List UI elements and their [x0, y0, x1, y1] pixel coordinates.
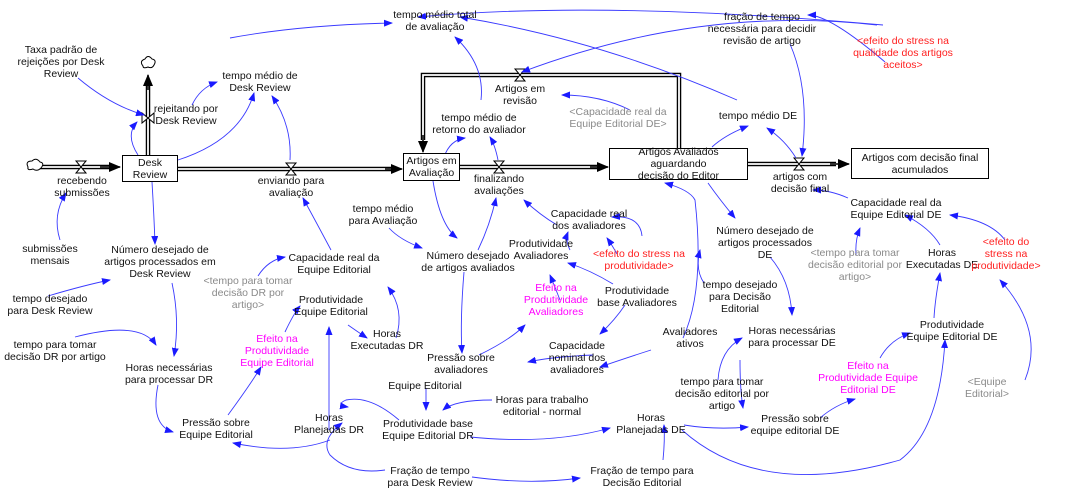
- ext-efeito-stress-qualidade[interactable]: <efeito do stress na qualidade dos artig…: [853, 35, 953, 71]
- var-capacidade-real-avaliadores[interactable]: Capacidade real dos avaliadores: [550, 208, 628, 232]
- var-horas-planejadas-dr[interactable]: Horas Planejadas DR: [293, 412, 365, 436]
- valve-icon-decisao-final: [792, 157, 806, 171]
- var-tempo-tomar-decisao-dr[interactable]: tempo para tomar decisão DR por artigo: [4, 339, 106, 363]
- var-pressao-equipe-editorial[interactable]: Pressão sobre Equipe Editorial: [179, 417, 253, 441]
- var-tempo-desejado-de[interactable]: tempo desejado para Decisão Editorial: [702, 279, 778, 315]
- var-tempo-medio-de[interactable]: tempo médio DE: [718, 110, 798, 122]
- ext-efeito-stress-produtividade[interactable]: <efeito do stress na produtividade>: [593, 248, 685, 272]
- var-capacidade-real-de[interactable]: Capacidade real da Equipe Editorial DE: [850, 197, 942, 221]
- var-horas-trabalho-normal[interactable]: Horas para trabalho editorial - normal: [495, 394, 589, 418]
- effect-produtividade-equipe-editorial[interactable]: Efeito na Produtividade Equipe Editorial: [240, 333, 314, 369]
- var-fracao-tempo-revisao[interactable]: fração de tempo necessária para decidir …: [707, 11, 817, 47]
- var-horas-necessarias-de[interactable]: Horas necessárias para processar DE: [748, 325, 836, 349]
- var-capacidade-real-equipe[interactable]: Capacidade real da Equipe Editorial: [288, 252, 380, 276]
- var-tempo-medio-desk-review[interactable]: tempo médio de Desk Review: [222, 70, 298, 94]
- flow-artigos-em-revisao[interactable]: Artigos em revisão: [494, 83, 546, 107]
- var-tempo-tomar-decisao-de[interactable]: tempo para tomar decisão editorial por a…: [675, 376, 769, 412]
- cloud-icon-source: [26, 158, 44, 171]
- var-fracao-decisao-editorial[interactable]: Fração de tempo para Decisão Editorial: [590, 465, 694, 489]
- var-numero-desejado-dr[interactable]: Número desejado de artigos processados e…: [104, 244, 216, 280]
- var-horas-executadas-dr[interactable]: Horas Executadas DR: [350, 328, 424, 352]
- var-submissoes-mensais[interactable]: submissões mensais: [22, 243, 78, 267]
- effect-produtividade-equipe-de[interactable]: Efeito na Produtividade Equipe Editorial…: [818, 360, 918, 396]
- var-tempo-desejado-dr[interactable]: tempo desejado para Desk Review: [7, 293, 93, 317]
- stock-artigos-decisao-final[interactable]: Artigos com decisão final acumulados: [851, 148, 989, 179]
- var-produtividade-base-avaliadores[interactable]: Produtividade base Avaliadores: [597, 285, 677, 309]
- flow-finalizando-avaliacoes[interactable]: finalizando avaliações: [473, 173, 525, 197]
- flow-enviando-avaliacao[interactable]: enviando para avaliação: [257, 175, 325, 199]
- causal-links: [47, 9, 1032, 483]
- stock-artigos-em-avaliacao[interactable]: Artigos em Avaliação: [403, 153, 460, 181]
- var-taxa-padrao-rejeicoes[interactable]: Taxa padrão de rejeições por Desk Review: [17, 44, 105, 80]
- valve-icon-rejeitando: [141, 111, 155, 125]
- shadow-capacidade-real-de[interactable]: <Capacidade real da Equipe Editorial DE>: [569, 106, 667, 130]
- shadow-tempo-decisao-dr[interactable]: <tempo para tomar decisão DR por artigo>: [203, 275, 293, 311]
- var-produtividade-avaliadores[interactable]: Produtividade Avaliadores: [508, 238, 574, 262]
- var-tempo-medio-total-avaliacao[interactable]: tempo médio total de avaliação: [393, 9, 477, 33]
- var-tempo-medio-avaliacao[interactable]: tempo médio para Avaliação: [348, 203, 418, 227]
- valves: [74, 68, 806, 176]
- flow-pipes: [40, 72, 850, 174]
- var-equipe-editorial[interactable]: Equipe Editorial: [388, 380, 462, 392]
- var-horas-executadas-de[interactable]: Horas Executadas DE: [905, 247, 979, 271]
- effect-produtividade-avaliadores[interactable]: Efeito na Produtividade Avaliadores: [523, 282, 589, 318]
- cloud-icon-sink: [140, 56, 156, 69]
- valve-icon-enviando: [284, 162, 298, 176]
- var-horas-necessarias-dr[interactable]: Horas necessárias para processar DR: [124, 362, 214, 386]
- var-produtividade-base-dr[interactable]: Produtividade base Equipe Editorial DR: [382, 418, 474, 442]
- var-horas-planejadas-de[interactable]: Horas Planejadas DE: [616, 412, 686, 436]
- ext-efeito-stress-produtividade-de[interactable]: <efeito do stress na produtividade>: [971, 236, 1041, 272]
- var-produtividade-equipe-de[interactable]: Produtividade Equipe Editorial DE: [906, 319, 998, 343]
- var-produtividade-equipe-editorial[interactable]: Produtividade Equipe Editorial: [294, 294, 368, 318]
- var-numero-desejado-avaliados[interactable]: Número desejado de artigos avaliados: [421, 250, 515, 274]
- pipe-revisao: [418, 72, 682, 153]
- var-tempo-medio-retorno-avaliador[interactable]: tempo médio de retorno do avaliador: [432, 112, 526, 136]
- flow-artigos-decisao-final[interactable]: artigos com decisão final: [770, 171, 830, 195]
- shadow-equipe-editorial[interactable]: <Equipe Editorial>: [964, 376, 1010, 400]
- flow-rejeitando-desk-review[interactable]: rejeitando por Desk Review: [153, 103, 219, 127]
- var-capacidade-nominal-avaliadores[interactable]: Capacidade nominal dos avaliadores: [548, 340, 606, 376]
- var-pressao-avaliadores[interactable]: Pressão sobre avaliadores: [427, 352, 495, 376]
- var-pressao-equipe-de[interactable]: Pressão sobre equipe editorial DE: [750, 413, 840, 437]
- stock-artigos-aguardando-decisao[interactable]: Artigos Avaliados aguardando decisão do …: [609, 146, 748, 182]
- valve-icon-finalizando: [492, 160, 506, 174]
- flow-recebendo-submissoes[interactable]: recebendo submissões: [54, 175, 110, 199]
- valve-icon-recebendo: [74, 160, 88, 174]
- shadow-tempo-decisao-de[interactable]: <tempo para tomar decisão editorial por …: [808, 247, 902, 283]
- var-fracao-desk-review[interactable]: Fração de tempo para Desk Review: [387, 465, 473, 489]
- var-avaliadores-ativos[interactable]: Avaliadores ativos: [662, 326, 718, 350]
- var-numero-desejado-de[interactable]: Número desejado de artigos processados D…: [716, 225, 814, 261]
- stock-desk-review[interactable]: Desk Review: [122, 155, 178, 182]
